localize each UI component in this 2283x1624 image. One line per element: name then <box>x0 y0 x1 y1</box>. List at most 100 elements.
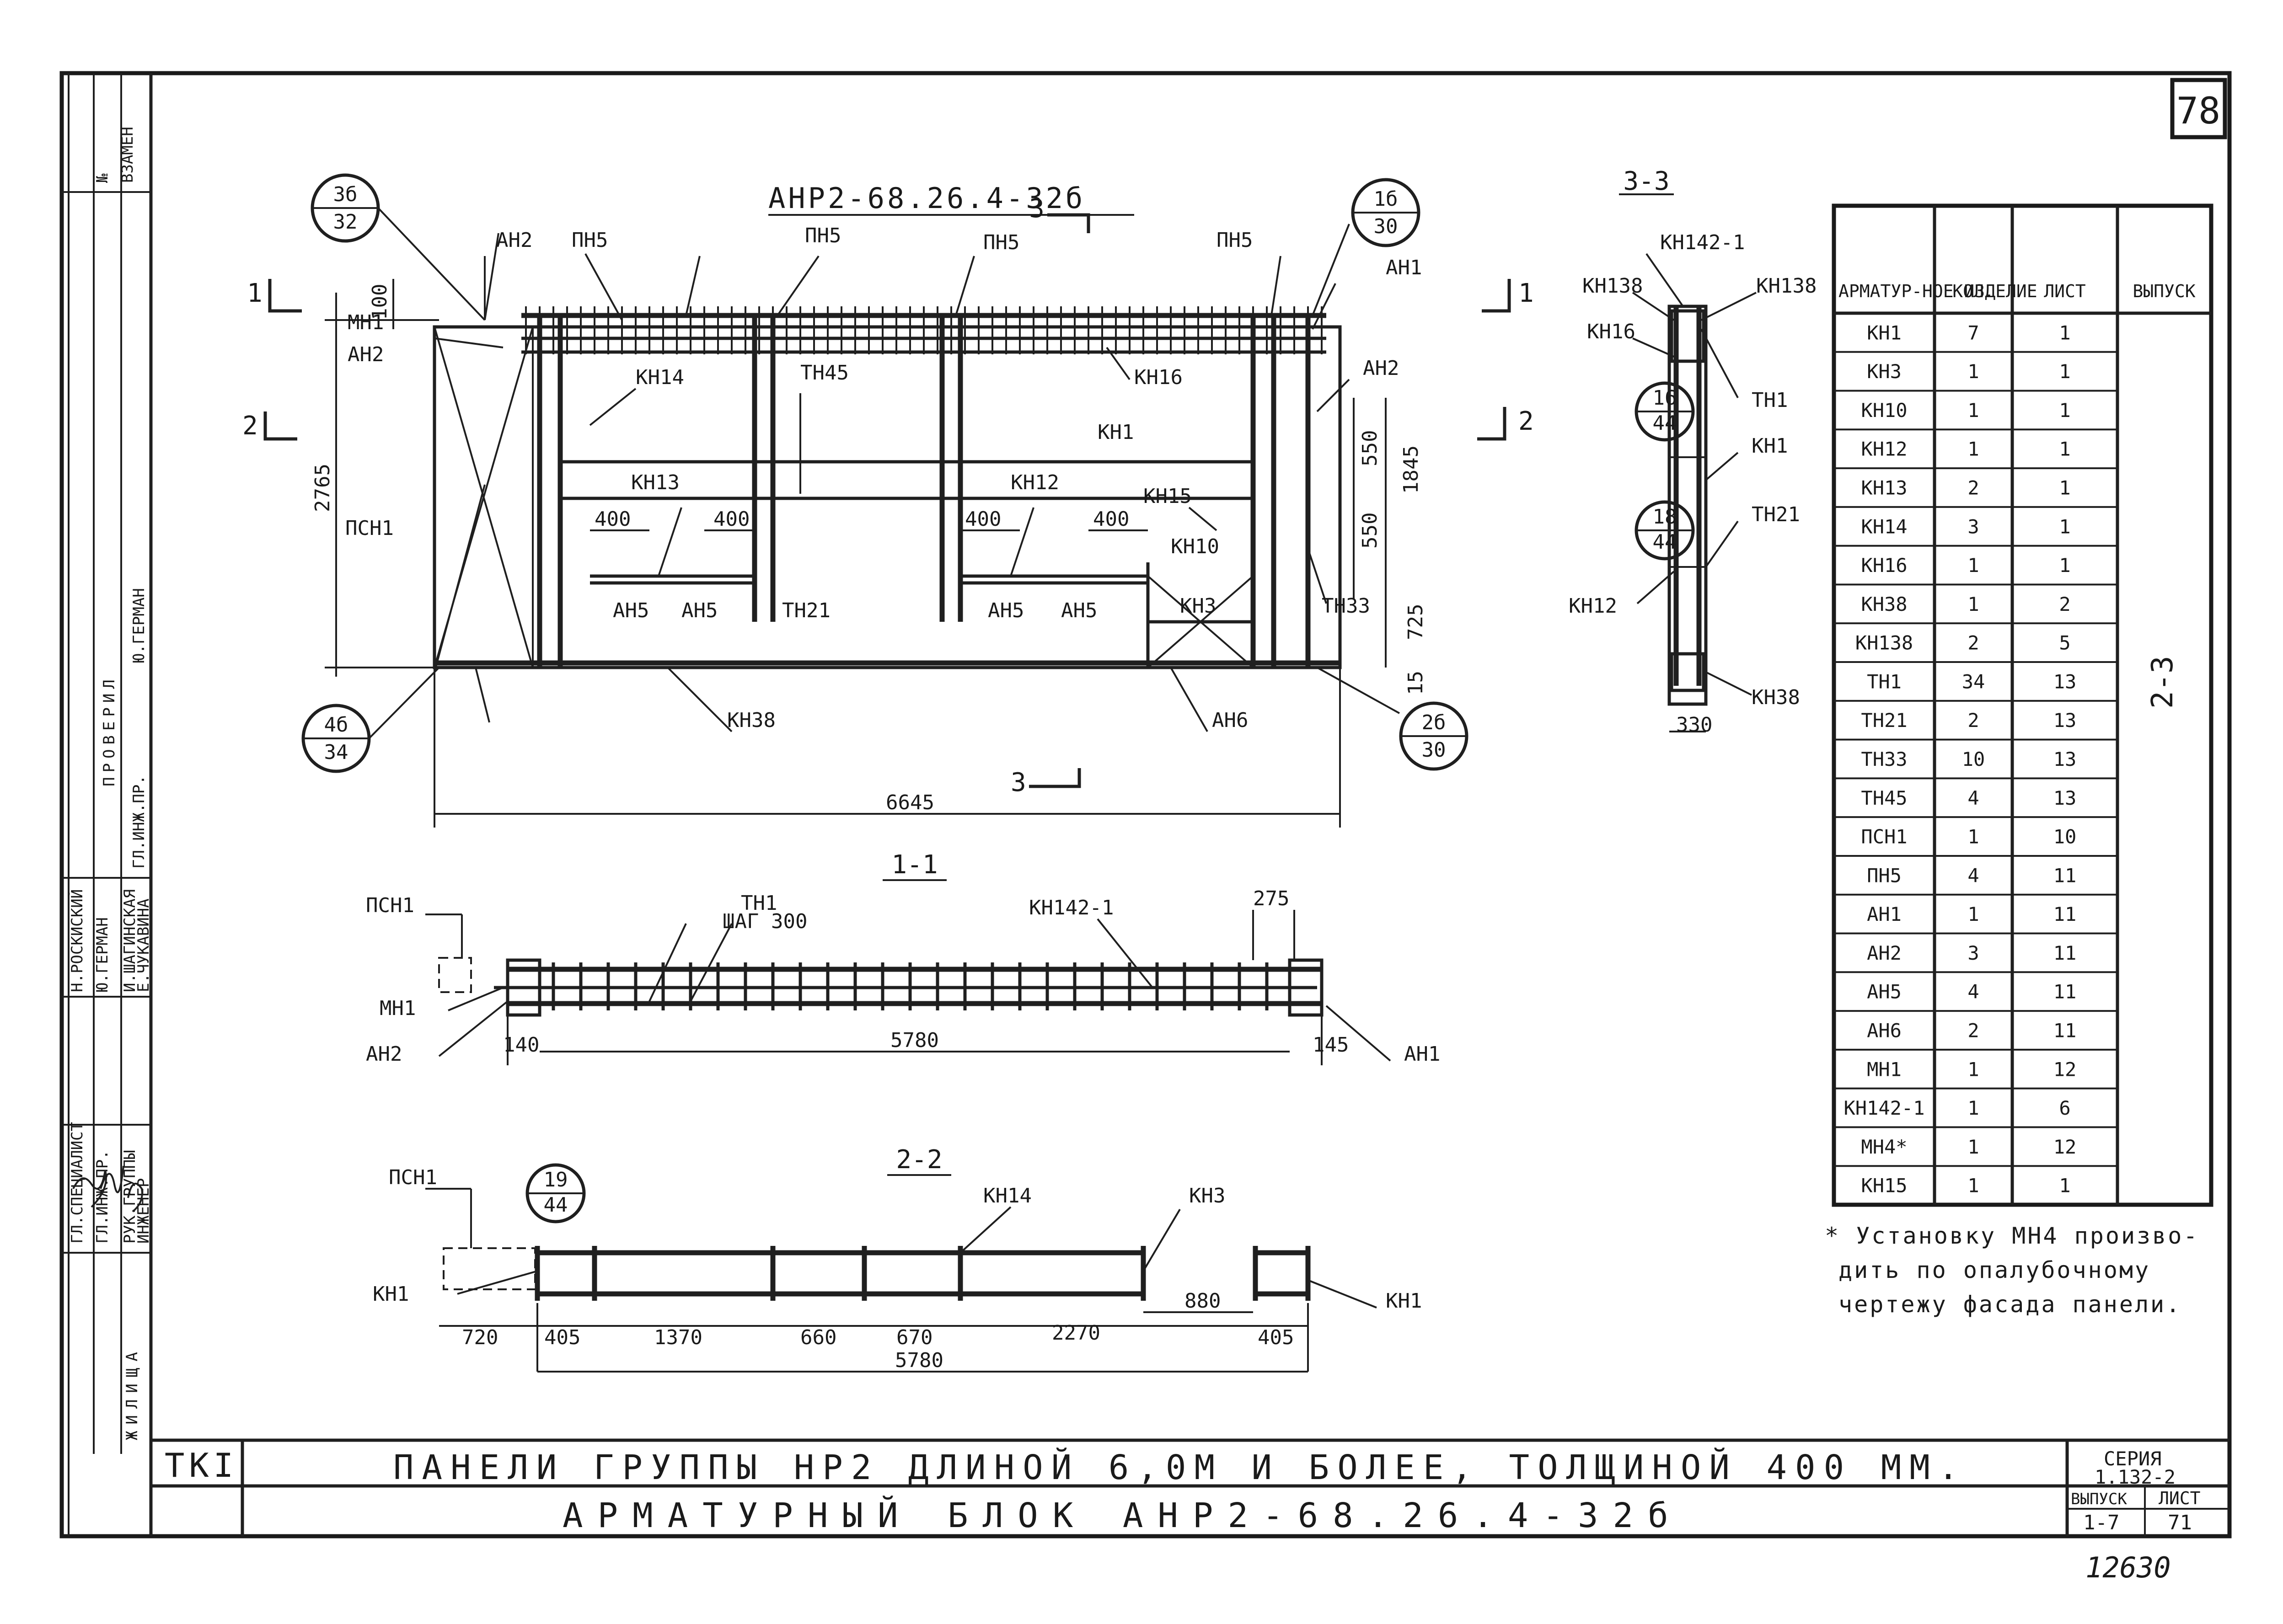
table-header-qty: КОЛ. <box>1952 281 1994 301</box>
table-cell-item: АН5 <box>1867 981 1902 1003</box>
label-kn16: КН16 <box>1134 366 1183 389</box>
table-cell-qty: 1 <box>1967 438 1979 460</box>
table-cell-qty: 34 <box>1962 670 1985 693</box>
stamp-name-4: Е.ЧУКАВИНА <box>134 898 153 992</box>
label-an1-11: АН1 <box>1404 1042 1440 1066</box>
svg-text:19: 19 <box>544 1168 568 1191</box>
table-cell-item: КН138 <box>1855 632 1913 654</box>
dim-140: 140 <box>503 1033 539 1057</box>
svg-text:400: 400 <box>1093 508 1129 531</box>
table-cell-sheet: 1 <box>2059 360 2070 383</box>
table-cell-qty: 1 <box>1967 1136 1979 1158</box>
label-an5-4: АН5 <box>1061 599 1097 622</box>
table-cell-item: ПСН1 <box>1861 826 1907 848</box>
stamp-org: ЖИЛИЩА <box>123 1346 141 1440</box>
sheet-label: ЛИСТ <box>2159 1488 2201 1508</box>
svg-text:1б: 1б <box>1374 187 1398 211</box>
table-cell-qty: 1 <box>1967 1058 1979 1080</box>
label-kn15: КН15 <box>1143 485 1192 508</box>
sheet-value: 71 <box>2168 1511 2192 1534</box>
series-label: СЕРИЯ <box>2104 1448 2161 1470</box>
sheet-number-box <box>2170 78 2227 139</box>
table-cell-qty: 1 <box>1967 360 1979 383</box>
dim-1845: 1845 <box>1399 445 1423 494</box>
section-2-2-title: 2-2 <box>896 1145 942 1175</box>
table-cell-sheet: 1 <box>2059 554 2070 577</box>
table-cell-item: КН38 <box>1861 593 1907 615</box>
label-an5-1: АН5 <box>613 599 649 622</box>
section-1-1: 1-1 ПСН1 ТН1 ШАГ 300 КН142-1 МН1 АН <box>366 850 1440 1066</box>
table-cell-qty: 1 <box>1967 1097 1979 1119</box>
label-psn1-11: ПСН1 <box>366 894 414 917</box>
svg-text:32: 32 <box>333 210 358 234</box>
svg-text:3б: 3б <box>333 183 358 206</box>
callout-top-left: 3б 32 <box>311 173 486 321</box>
main-view: АНР2-68.26.4-32б <box>242 173 1534 828</box>
stirrup-ticks <box>525 306 1323 354</box>
label-mn1-11: МН1 <box>380 997 416 1020</box>
side-stamp: ВЗАМЕН № ПРОВЕРИЛ ГЛ.ИНЖ.ПР. Ю.ГЕРМАН ГЛ… <box>62 73 153 1536</box>
horizontal-members <box>434 460 1340 668</box>
table-cell-qty: 3 <box>1967 515 1979 538</box>
svg-text:2: 2 <box>242 411 258 441</box>
table-cell-sheet: 11 <box>2053 1019 2077 1042</box>
dim-550-b: 550 <box>1358 513 1382 549</box>
label-kn138-left: КН138 <box>1582 274 1643 298</box>
sheet-frame <box>59 71 2232 1539</box>
svg-text:400: 400 <box>713 508 750 531</box>
section-3-3-title: 3-3 <box>1623 166 1669 196</box>
label-pn5-1: ПН5 <box>572 229 608 252</box>
dim-145: 145 <box>1313 1033 1349 1057</box>
stamp-check: ПРОВЕРИЛ <box>100 675 118 786</box>
label-an2-11: АН2 <box>366 1042 402 1066</box>
stamp-check-role: ГЛ.ИНЖ.ПР. <box>130 775 148 869</box>
callout-bottom-right: 2б 30 <box>1399 701 1468 771</box>
svg-text:30: 30 <box>1374 215 1398 238</box>
stamp-name-2: Ю.ГЕРМАН <box>93 917 112 992</box>
stamp-role-2: РУК.ГРУППЫ <box>121 1150 139 1244</box>
svg-text:2б: 2б <box>1422 711 1446 734</box>
label-kn12: КН12 <box>1011 471 1059 494</box>
table-header-sheet: ЛИСТ <box>2044 281 2086 301</box>
svg-text:44: 44 <box>1653 411 1677 435</box>
section-1-1-title: 1-1 <box>891 850 938 880</box>
table-cell-sheet: 11 <box>2053 903 2077 925</box>
table-cell-sheet: 11 <box>2053 864 2077 887</box>
table-cell-sheet: 1 <box>2059 438 2070 460</box>
vertical-ribs <box>537 315 1311 668</box>
table-cell-item: КН12 <box>1861 438 1907 460</box>
section-3-3: 3-3 16 44 18 44 330 КН142-1 КН138 <box>1569 166 1817 737</box>
table-cell-sheet: 5 <box>2059 632 2070 654</box>
main-view-title: АНР2-68.26.4-32б <box>768 182 1085 215</box>
label-tn21-33: ТН21 <box>1752 503 1800 526</box>
svg-text:3: 3 <box>1011 768 1026 797</box>
label-kn38-33: КН38 <box>1752 686 1800 709</box>
label-kn142-11: КН142-1 <box>1029 896 1114 919</box>
table-cell-qty: 7 <box>1967 321 1979 344</box>
table-cell-item: КН14 <box>1861 515 1907 538</box>
dim-100: 100 <box>368 284 391 320</box>
table-cell-qty: 1 <box>1967 593 1979 615</box>
signature-1 <box>72 1170 107 1208</box>
table-cell-item: ТН1 <box>1867 670 1902 693</box>
table-cell-sheet: 13 <box>2053 787 2077 809</box>
table-cell-sheet: 1 <box>2059 477 2070 499</box>
label-an1-top: АН1 <box>1386 256 1422 279</box>
dim-405-a: 405 <box>544 1326 580 1349</box>
table-issue-value: 2-3 <box>2146 656 2180 709</box>
table-cell-qty: 2 <box>1967 1019 1979 1042</box>
section-1-1-ticks <box>552 962 1269 1010</box>
table-cell-sheet: 1 <box>2059 515 2070 538</box>
title-line-1: ПАНЕЛИ ГРУППЫ НР2 ДЛИНОЙ 6,0М И БОЛЕЕ, Т… <box>393 1447 1967 1487</box>
label-pn5-4: ПН5 <box>1217 229 1253 252</box>
dim-2270: 2270 <box>1052 1321 1100 1345</box>
table-cell-qty: 4 <box>1967 787 1979 809</box>
table-cell-item: КН16 <box>1861 554 1907 577</box>
dim-15: 15 <box>1404 671 1427 695</box>
label-kn142-33: КН142-1 <box>1660 231 1745 254</box>
table-cell-qty: 3 <box>1967 942 1979 964</box>
footnote: * Установку МН4 произво- дить по опалубо… <box>1825 1223 2197 1318</box>
svg-text:16: 16 <box>1653 386 1677 410</box>
